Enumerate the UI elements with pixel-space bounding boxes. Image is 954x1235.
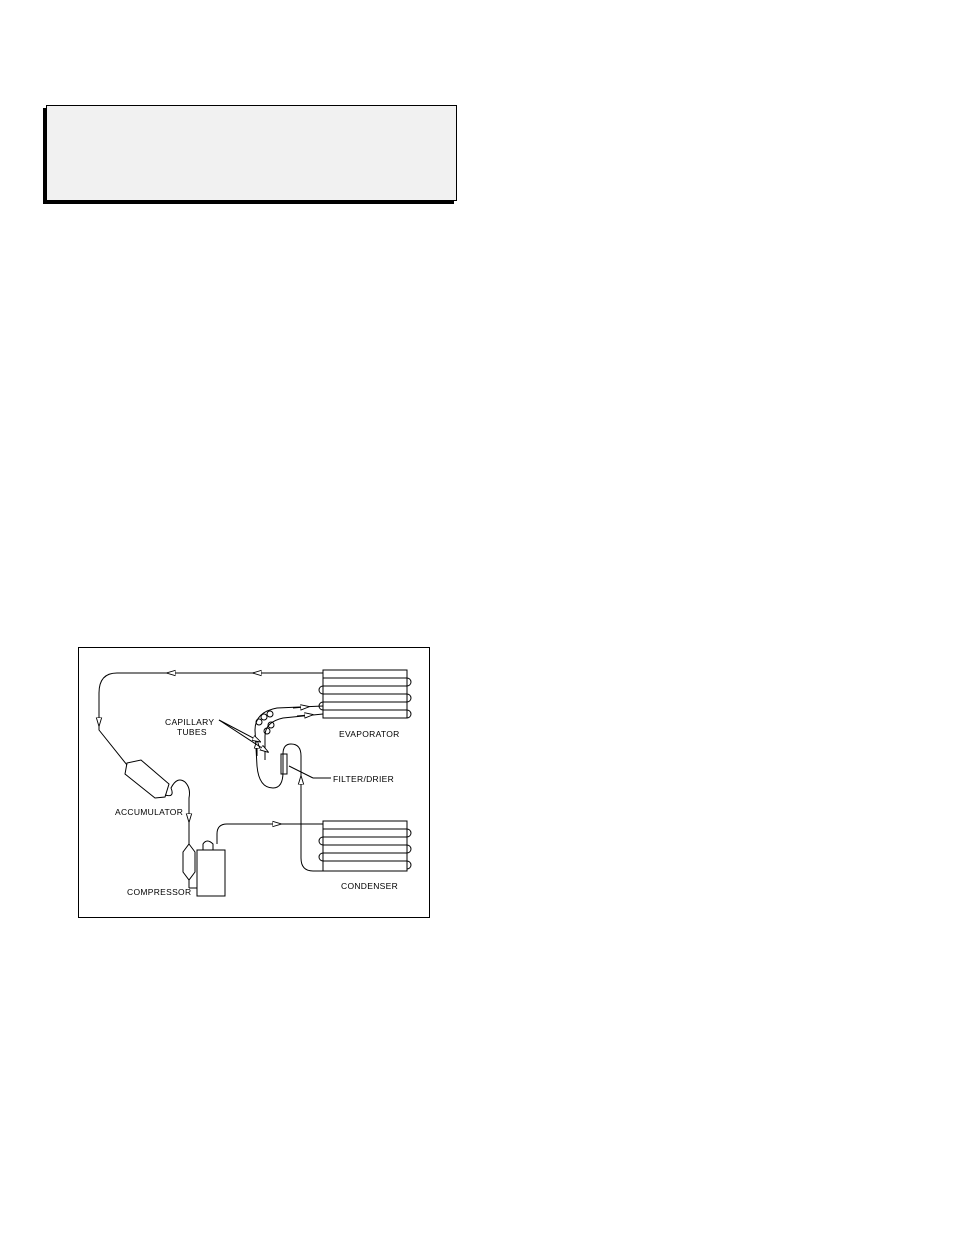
label-compressor: COMPRESSOR — [127, 887, 191, 897]
label-condenser: CONDENSER — [341, 881, 398, 891]
label-evaporator: EVAPORATOR — [339, 729, 400, 739]
label-accumulator: ACCUMULATOR — [115, 807, 183, 817]
refrigeration-diagram: CAPILLARY TUBES EVAPORATOR FILTER/DRIER … — [78, 647, 430, 918]
suction-line — [98, 672, 323, 766]
condenser-coil — [318, 820, 412, 872]
evaporator-coil — [318, 669, 412, 719]
accumulator — [124, 759, 190, 844]
filter-drier — [280, 753, 288, 775]
note-box — [46, 105, 457, 201]
label-capillary-2: TUBES — [177, 727, 207, 737]
liquid-line — [282, 743, 323, 872]
refrigeration-diagram-svg: CAPILLARY TUBES EVAPORATOR FILTER/DRIER … — [79, 669, 412, 897]
compressor — [182, 840, 226, 897]
label-filter-drier: FILTER/DRIER — [333, 774, 394, 784]
discharge-line — [216, 823, 323, 844]
label-capillary-1: CAPILLARY — [165, 717, 214, 727]
